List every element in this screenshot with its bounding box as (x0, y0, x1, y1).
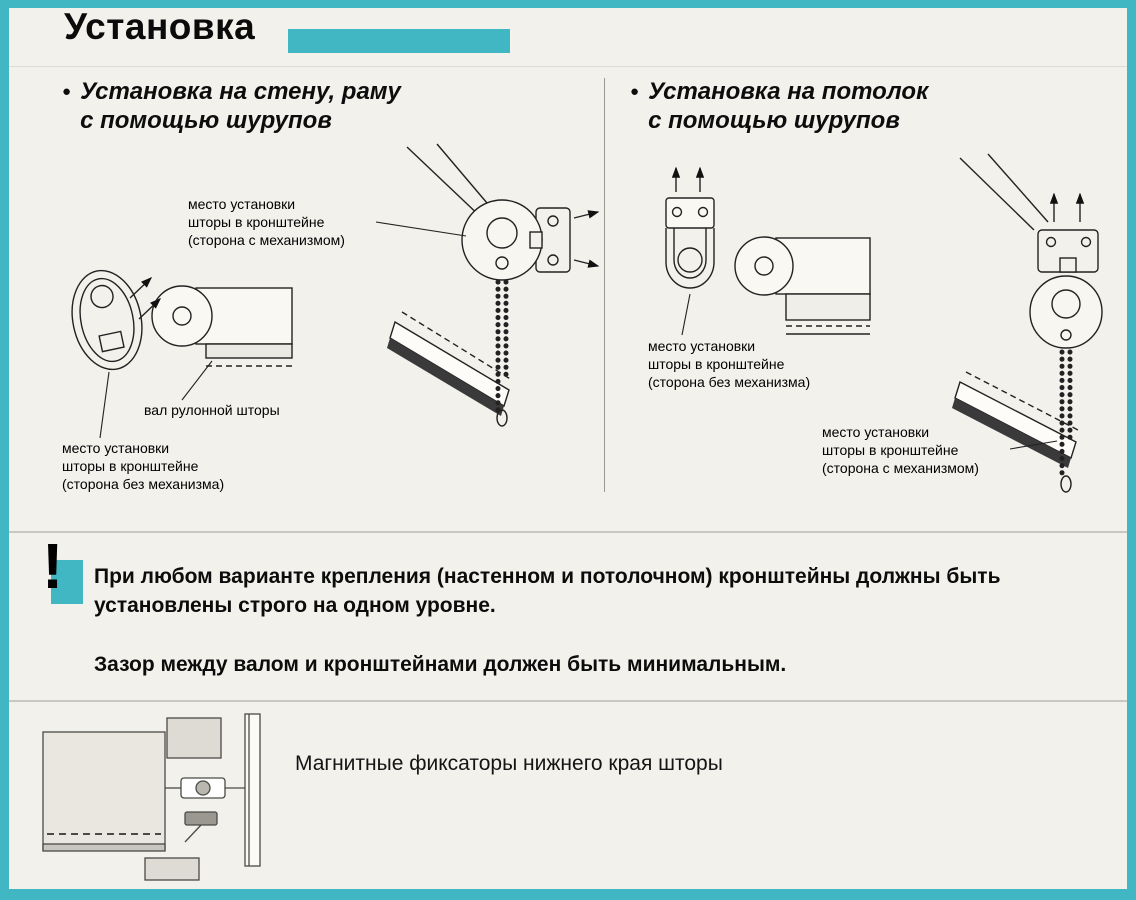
wall-heading: Установка на стену, раму с помощью шуруп… (80, 78, 401, 134)
warning-icon-square (51, 560, 83, 604)
section-divider-1 (9, 531, 1127, 533)
roller-tube (734, 236, 871, 335)
wall-diagram (71, 143, 600, 439)
warning-text-gap: Зазор между валом и кронштейнами должен … (94, 653, 787, 676)
header-divider (9, 66, 1127, 67)
bottom-accent-bar (0, 889, 1136, 900)
label-roller-shaft: вал рулонной шторы (144, 402, 280, 418)
control-chain (1059, 349, 1073, 493)
column-divider (604, 78, 605, 492)
mechanism-assembly (1029, 192, 1103, 349)
control-chain (495, 279, 509, 427)
label-bracket-without-mechanism: место установки шторы в кронштейне (стор… (62, 440, 225, 492)
magnet-diagram (42, 713, 261, 881)
left-accent-bar (0, 0, 9, 900)
wall-bracket (71, 269, 143, 371)
label-bracket-with-mechanism: место установки шторы в кронштейне (стор… (822, 424, 979, 476)
ceiling-heading-row: ● Установка на потолок с помощью шурупов (630, 78, 928, 136)
wall-heading-row: ● Установка на стену, раму с помощью шур… (62, 78, 401, 136)
right-accent-bar (1127, 0, 1136, 900)
roller-tube (151, 285, 293, 367)
title-accent-bar (288, 29, 510, 53)
section-divider-2 (9, 700, 1127, 702)
warning-icon: ! (38, 534, 102, 618)
bullet-icon: ● (630, 83, 640, 100)
blind-fabric (387, 311, 513, 416)
magnet-caption: Магнитные фиксаторы нижнего края шторы (295, 752, 723, 775)
ceiling-bracket (665, 166, 715, 289)
ceiling-diagram (665, 153, 1103, 493)
label-bracket-with-mechanism: место установки шторы в кронштейне (стор… (188, 196, 345, 248)
exclamation-icon: ! (42, 530, 64, 602)
warning-text-level: При любом варианте крепления (настенном … (94, 565, 1001, 618)
ceiling-installation-section: ● Установка на потолок с помощью шурупов (610, 72, 1126, 524)
wall-installation-section: ● Установка на стену, раму с помощью шур… (12, 72, 602, 524)
label-bracket-without-mechanism: место установки шторы в кронштейне (стор… (648, 338, 811, 390)
magnet-fixture (165, 777, 245, 843)
blind-fabric (952, 371, 1079, 468)
page-title: Установка (64, 6, 256, 47)
top-accent-bar (0, 0, 1136, 8)
bullet-icon: ● (62, 83, 72, 100)
ceiling-heading: Установка на потолок с помощью шурупов (648, 78, 929, 134)
mechanism-assembly (461, 199, 600, 281)
